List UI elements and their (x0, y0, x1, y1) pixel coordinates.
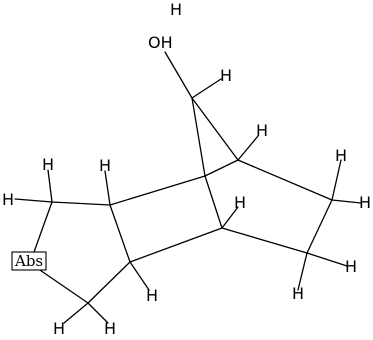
bond-c2-c5 (204, 159, 239, 177)
bond-c5-c6 (237, 159, 333, 201)
hydrogen-label: H (359, 193, 371, 212)
hydrogen-label: H (234, 193, 246, 212)
bond-c1-ch2 (51, 201, 111, 206)
hydrogen-label: H (53, 319, 65, 338)
bond-c1-c2 (109, 175, 206, 206)
skeleton-bonds (33, 51, 333, 304)
hydrogen-label: H (256, 121, 268, 140)
bond-c3-c4 (129, 227, 223, 263)
hydrogen-label: H (292, 284, 304, 303)
bond-h-c4 (129, 261, 150, 291)
bond-h-c3 (221, 206, 239, 229)
hydrogen-label: H (99, 156, 111, 175)
bond-h-c7-bottom (297, 252, 308, 291)
hydrogen-label: H (345, 257, 357, 276)
bond-bridge-c5 (191, 97, 239, 161)
hydrogen-label: H (146, 286, 158, 305)
bond-h-c7-right (306, 252, 348, 267)
abs-badge-label: Abs (14, 252, 43, 270)
bond-ch2-o (33, 201, 53, 253)
hydrogen-bonds (14, 78, 362, 324)
bond-h-c6-right (331, 199, 362, 204)
bond-h-bridge (191, 78, 222, 99)
bond-h-ch2b-right (87, 302, 109, 324)
hydrogen-label: H (335, 146, 347, 165)
hydrogen-label: H (104, 319, 116, 338)
bond-c6-c7 (306, 199, 333, 254)
hydrogen-label: H (2, 190, 14, 209)
bond-h-c6-top (331, 159, 342, 201)
hydroxyl-label: OH (148, 33, 173, 52)
bond-h-ch2-left (14, 198, 53, 203)
hydrogen-label: H (42, 155, 54, 174)
bond-h-c5 (237, 135, 259, 161)
bond-ch2b-c4 (87, 261, 131, 304)
bond-c7-c3 (221, 227, 308, 254)
hydrogen-label: H (170, 0, 182, 19)
bond-c1-c4 (109, 204, 131, 263)
bond-h-ch2-top (47, 169, 53, 203)
bond-h-c1 (104, 170, 111, 206)
bond-c2-bridge (191, 97, 206, 177)
bond-c2-c3 (204, 175, 223, 229)
abs-badge-box (11, 251, 47, 271)
hydrogen-label: H (220, 66, 232, 85)
bond-o-ch2b (33, 265, 89, 304)
abs-stereo-badge: Abs (11, 251, 47, 271)
bond-bridge-oh (164, 51, 193, 99)
bond-h-ch2b-left (63, 302, 89, 324)
